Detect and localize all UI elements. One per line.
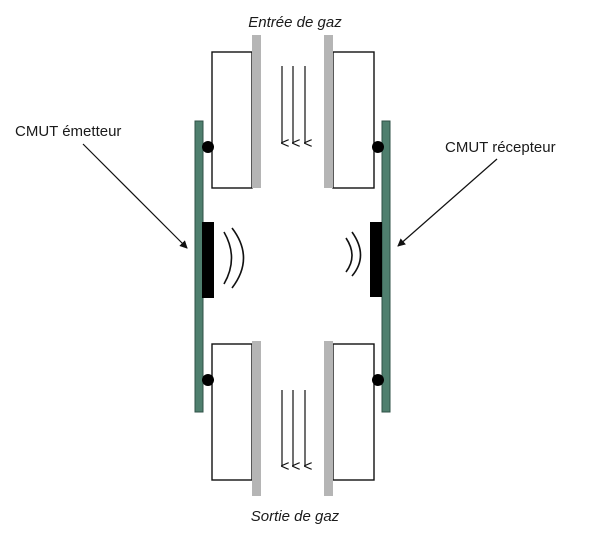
top-right-block [332,51,375,189]
seal-dot-bottom-left [202,374,214,386]
bottom-left-block [211,343,253,481]
emitter-label: CMUT émetteur [15,123,121,140]
seal-dot-bottom-right [372,374,384,386]
gas-outlet-label: Sortie de gaz [251,508,340,525]
receiver-pcb-strip [381,120,391,413]
outlet-flow-arrows [282,390,305,466]
emitter-wave-arcs [223,227,245,289]
bottom-left-tube-wall [252,341,261,496]
emitter-pcb-strip [194,120,204,413]
top-left-block [211,51,253,189]
receiver-pointer-arrow [397,158,498,247]
emitter-transducer [202,222,214,298]
top-right-tube-wall [324,35,333,188]
emitter-wave-arc [223,231,233,285]
receiver-wave-arc [345,237,353,273]
receiver-wave-arc [351,231,362,277]
inlet-flow-arrows [282,66,305,143]
seal-dot-top-left [202,141,214,153]
emitter-wave-arc [231,227,245,289]
receiver-wave-arcs [345,231,362,277]
seal-dot-top-right [372,141,384,153]
bottom-right-block [332,343,375,481]
gas-inlet-label: Entrée de gaz [248,14,342,31]
top-left-tube-wall [252,35,261,188]
receiver-transducer [370,222,382,297]
emitter-pointer-arrow [82,143,188,249]
receiver-label: CMUT récepteur [445,139,556,156]
bottom-right-tube-wall [324,341,333,496]
